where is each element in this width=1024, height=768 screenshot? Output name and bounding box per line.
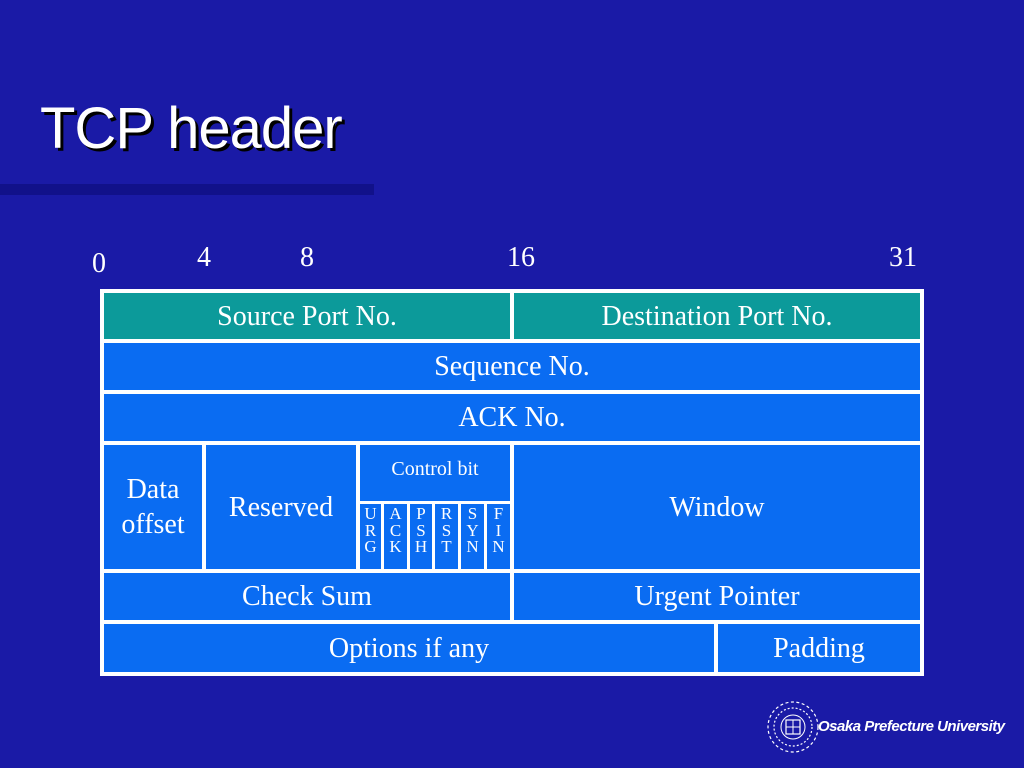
flag-ack-letter: A: [389, 504, 402, 523]
window-cell: Window: [514, 445, 920, 569]
data-offset-line-1: Data: [126, 474, 180, 505]
flag-syn-letter: S: [467, 504, 478, 523]
reserved-cell: Reserved: [206, 445, 356, 569]
flag-urg-letter: R: [364, 520, 377, 540]
flag-fin: F I N: [487, 504, 510, 569]
sequence-number-cell: Sequence No.: [104, 343, 920, 390]
urgent-pointer-cell: Urgent Pointer: [514, 573, 920, 620]
flag-ack: A C K: [384, 504, 407, 569]
flag-psh-letter: P: [416, 504, 426, 523]
data-offset-cell: Data offset: [104, 445, 202, 569]
control-bit-cell: Control bit: [360, 445, 510, 501]
source-port-cell: Source Port No.: [104, 293, 510, 339]
tcp-header-table: Source Port No. Destination Port No. Seq…: [100, 289, 924, 676]
flag-urg-letter: G: [364, 537, 377, 556]
title-underline: [0, 184, 374, 195]
padding-cell: Padding: [718, 624, 920, 672]
slide-title: TCP header: [40, 96, 343, 161]
data-offset-line-2: offset: [121, 509, 185, 540]
destination-port-cell: Destination Port No.: [514, 293, 920, 339]
flag-urg: U R G: [360, 504, 381, 569]
bit-marker-0: 0: [92, 248, 106, 279]
flag-ack-letter: C: [389, 520, 402, 540]
flag-rst: R S T: [435, 504, 458, 569]
bit-marker-8: 8: [300, 242, 314, 273]
flag-rst-letter: S: [441, 520, 452, 540]
flag-fin-letter: N: [492, 537, 505, 556]
flag-rst-letter: T: [441, 537, 452, 556]
flag-fin-letter: F: [493, 504, 504, 523]
bit-marker-4: 4: [197, 242, 211, 273]
flag-psh-letter: H: [414, 537, 428, 556]
flag-fin-letter: I: [495, 520, 502, 540]
organization-name: Osaka Prefecture University: [818, 718, 1005, 735]
flag-ack-letter: K: [389, 537, 402, 556]
flag-syn: S Y N: [461, 504, 484, 569]
flag-urg-letter: U: [364, 504, 377, 523]
flag-psh-letter: S: [416, 520, 426, 540]
flag-syn-letter: N: [466, 537, 479, 556]
options-cell: Options if any: [104, 624, 714, 672]
checksum-cell: Check Sum: [104, 573, 510, 620]
university-seal-icon: [764, 698, 822, 756]
ack-number-cell: ACK No.: [104, 394, 920, 441]
flag-psh: P S H: [410, 504, 432, 569]
bit-marker-16: 16: [507, 242, 535, 273]
flag-syn-letter: Y: [466, 520, 479, 540]
bit-marker-31: 31: [889, 242, 917, 273]
flag-rst-letter: R: [440, 504, 453, 523]
